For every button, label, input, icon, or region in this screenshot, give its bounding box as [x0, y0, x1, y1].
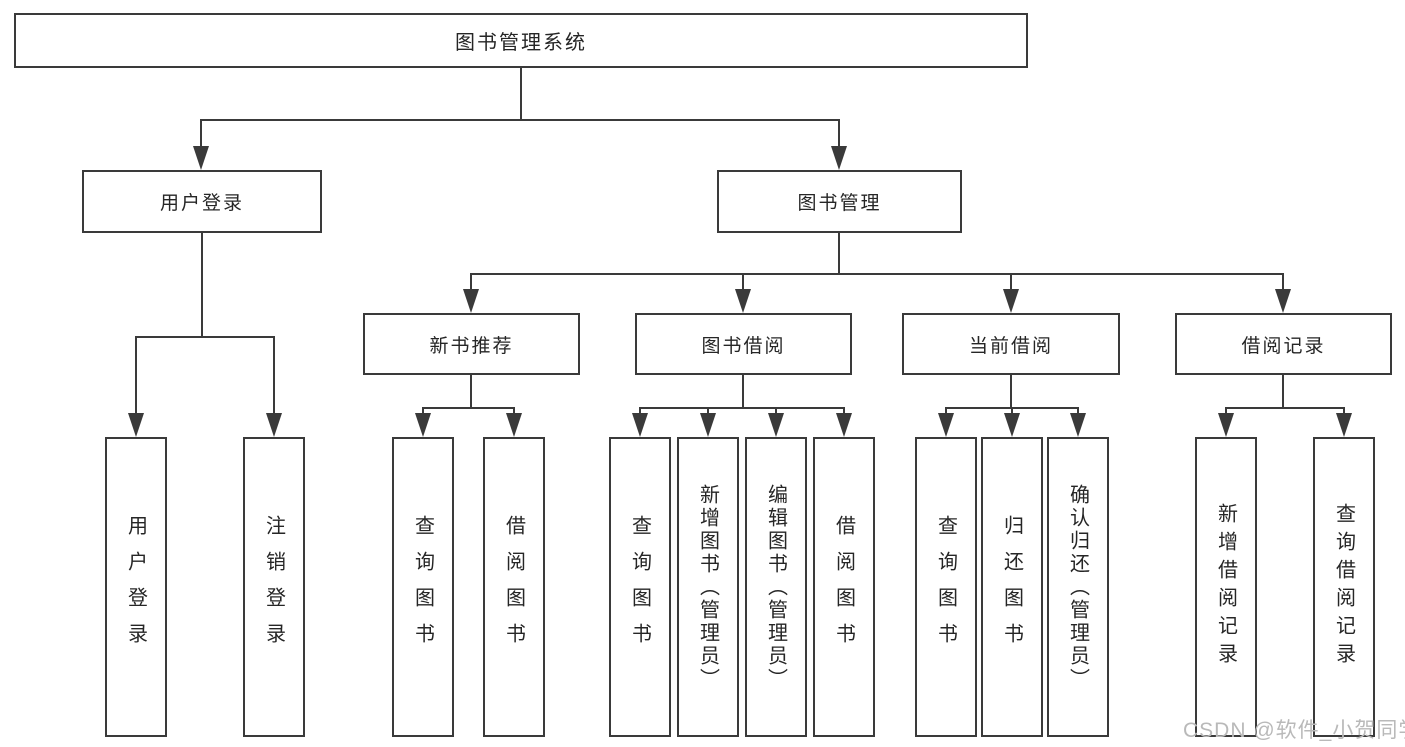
connector-hline [422, 407, 515, 409]
arrow-down-icon [735, 289, 751, 313]
connector-vline [843, 407, 845, 415]
connector-vline [470, 375, 472, 408]
arrow-down-icon [1004, 413, 1020, 437]
leaf-recommend-query-books: 查询图书 [392, 437, 454, 737]
connector-vline [520, 68, 522, 121]
connector-vline [1282, 273, 1284, 291]
watermark: CSDN @软件_小贺同学 [1183, 719, 1405, 742]
connector-vline [1225, 407, 1227, 415]
arrow-down-icon [193, 146, 209, 170]
connector-vline [1010, 273, 1012, 291]
leaf-label: 借阅图书 [832, 515, 855, 659]
leaf-current-query-books: 查询图书 [915, 437, 977, 737]
arrow-down-icon [128, 413, 144, 437]
arrow-down-icon [768, 413, 784, 437]
leaf-label: 新增借阅记录 [1214, 503, 1237, 671]
connector-vline [742, 273, 744, 291]
connector-vline [707, 407, 709, 415]
leaf-label: 确认归还（管理员） [1066, 483, 1089, 691]
connector-vline [742, 375, 744, 408]
leaf-user-login: 用户登录 [105, 437, 167, 737]
leaf-borrowing-borrow-books: 借阅图书 [813, 437, 875, 737]
node-borrowing-records: 借阅记录 [1175, 313, 1392, 375]
leaf-current-confirm-return-admin: 确认归还（管理员） [1047, 437, 1109, 737]
connector-hline [470, 273, 1284, 275]
arrow-down-icon [1336, 413, 1352, 437]
leaf-label: 归还图书 [1000, 515, 1023, 659]
leaf-label: 查询图书 [628, 515, 651, 659]
connector-hline [135, 336, 275, 338]
arrow-down-icon [266, 413, 282, 437]
connector-vline [470, 273, 472, 291]
arrow-down-icon [1003, 289, 1019, 313]
leaf-logout-login: 注销登录 [243, 437, 305, 737]
leaf-label: 编辑图书（管理员） [764, 483, 787, 691]
connector-vline [513, 407, 515, 415]
arrow-down-icon [938, 413, 954, 437]
arrow-down-icon [700, 413, 716, 437]
connector-vline [135, 336, 137, 415]
arrow-down-icon [632, 413, 648, 437]
leaf-label: 查询借阅记录 [1332, 503, 1355, 671]
arrow-down-icon [1218, 413, 1234, 437]
connector-vline [1343, 407, 1345, 415]
leaf-current-return-books: 归还图书 [981, 437, 1043, 737]
connector-vline [1010, 375, 1012, 408]
connector-vline [838, 233, 840, 275]
arrow-down-icon [836, 413, 852, 437]
node-book-management: 图书管理 [717, 170, 962, 233]
connector-vline [201, 233, 203, 338]
leaf-records-add-borrow-record: 新增借阅记录 [1195, 437, 1257, 737]
leaf-label: 新增图书（管理员） [696, 483, 719, 691]
connector-vline [1282, 375, 1284, 408]
leaf-borrowing-query-books: 查询图书 [609, 437, 671, 737]
node-library-management-system: 图书管理系统 [14, 13, 1028, 68]
leaf-label: 借阅图书 [502, 515, 525, 659]
leaf-label: 用户登录 [124, 515, 147, 659]
connector-vline [200, 119, 202, 148]
leaf-label: 查询图书 [934, 515, 957, 659]
arrow-down-icon [463, 289, 479, 313]
arrow-down-icon [506, 413, 522, 437]
leaf-label: 查询图书 [411, 515, 434, 659]
connector-vline [1011, 407, 1013, 415]
leaf-label: 注销登录 [262, 515, 285, 659]
node-current-borrowing: 当前借阅 [902, 313, 1120, 375]
connector-hline [639, 407, 845, 409]
node-book-borrowing: 图书借阅 [635, 313, 852, 375]
leaf-recommend-borrow-books: 借阅图书 [483, 437, 545, 737]
node-new-book-recommend: 新书推荐 [363, 313, 580, 375]
connector-vline [838, 119, 840, 148]
connector-hline [200, 119, 840, 121]
arrow-down-icon [1275, 289, 1291, 313]
connector-vline [1077, 407, 1079, 415]
leaf-borrowing-edit-books-admin: 编辑图书（管理员） [745, 437, 807, 737]
connector-hline [1225, 407, 1345, 409]
arrow-down-icon [415, 413, 431, 437]
connector-vline [273, 336, 275, 415]
connector-vline [639, 407, 641, 415]
leaf-records-query-borrow-record: 查询借阅记录 [1313, 437, 1375, 737]
arrow-down-icon [831, 146, 847, 170]
connector-vline [775, 407, 777, 415]
leaf-borrowing-add-books-admin: 新增图书（管理员） [677, 437, 739, 737]
node-user-login: 用户登录 [82, 170, 322, 233]
connector-vline [945, 407, 947, 415]
arrow-down-icon [1070, 413, 1086, 437]
connector-vline [422, 407, 424, 415]
